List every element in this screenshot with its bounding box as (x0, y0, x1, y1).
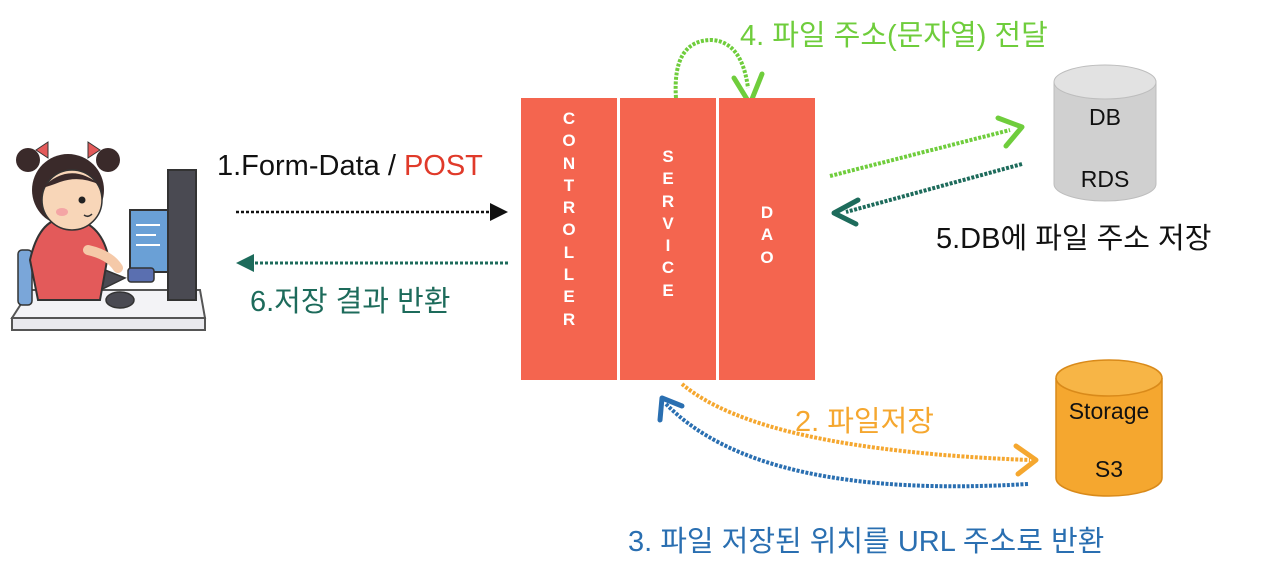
db-line2: RDS (1080, 166, 1130, 192)
girl-at-computer-illustration (10, 141, 207, 331)
layer-letter: E (563, 287, 575, 307)
db-cylinder (1053, 64, 1157, 202)
layer-letter: O (760, 247, 774, 267)
arrow-from-storage (657, 395, 1029, 489)
layer-letter: A (760, 225, 774, 245)
layer-letter: V (662, 213, 674, 233)
layer-letter: C (562, 109, 576, 128)
layer-letter: R (661, 191, 675, 211)
layer-letter: O (562, 220, 576, 240)
step1-label: 1.Form-Data / POST (217, 152, 483, 181)
layer-letter: S (662, 147, 674, 166)
storage-cylinder (1055, 359, 1163, 497)
layer-letter: L (563, 265, 575, 285)
layer-letter: D (760, 203, 774, 222)
step2-label: 2. 파일저장 (795, 406, 934, 438)
arrow-db-to-dao (831, 162, 1023, 227)
layer-letter: R (562, 198, 576, 218)
db-line1: DB (1089, 104, 1121, 130)
db-text: DB RDS (1054, 102, 1156, 202)
layer-letter: L (563, 242, 575, 262)
arrow-dao-to-db (829, 115, 1025, 178)
layer-letter: I (665, 236, 671, 256)
layer-letter: C (661, 258, 675, 278)
step4-label: 4. 파일 주소(문자열) 전달 (740, 20, 1048, 52)
layer-letter: E (662, 169, 674, 189)
step5-label: 5.DB에 파일 주소 저장 (936, 223, 1212, 255)
step1-method: POST (403, 150, 483, 182)
layer-letter: O (562, 131, 576, 151)
layer-letter: E (662, 280, 674, 300)
storage-line1: Storage (1068, 398, 1150, 424)
arrow-response (236, 254, 508, 272)
step3-label: 3. 파일 저장된 위치를 URL 주소로 반환 (628, 526, 1105, 558)
layer-letter: R (562, 309, 576, 329)
step6-label: 6.저장 결과 반환 (250, 286, 451, 318)
arrow-to-storage (680, 382, 1039, 477)
storage-line2: S3 (1094, 456, 1124, 482)
arrow-request (236, 203, 508, 221)
layer-letter: T (563, 175, 575, 195)
step1-prefix: 1.Form-Data / (217, 150, 404, 182)
storage-text: Storage S3 (1056, 396, 1162, 486)
layer-letter: N (562, 153, 576, 173)
